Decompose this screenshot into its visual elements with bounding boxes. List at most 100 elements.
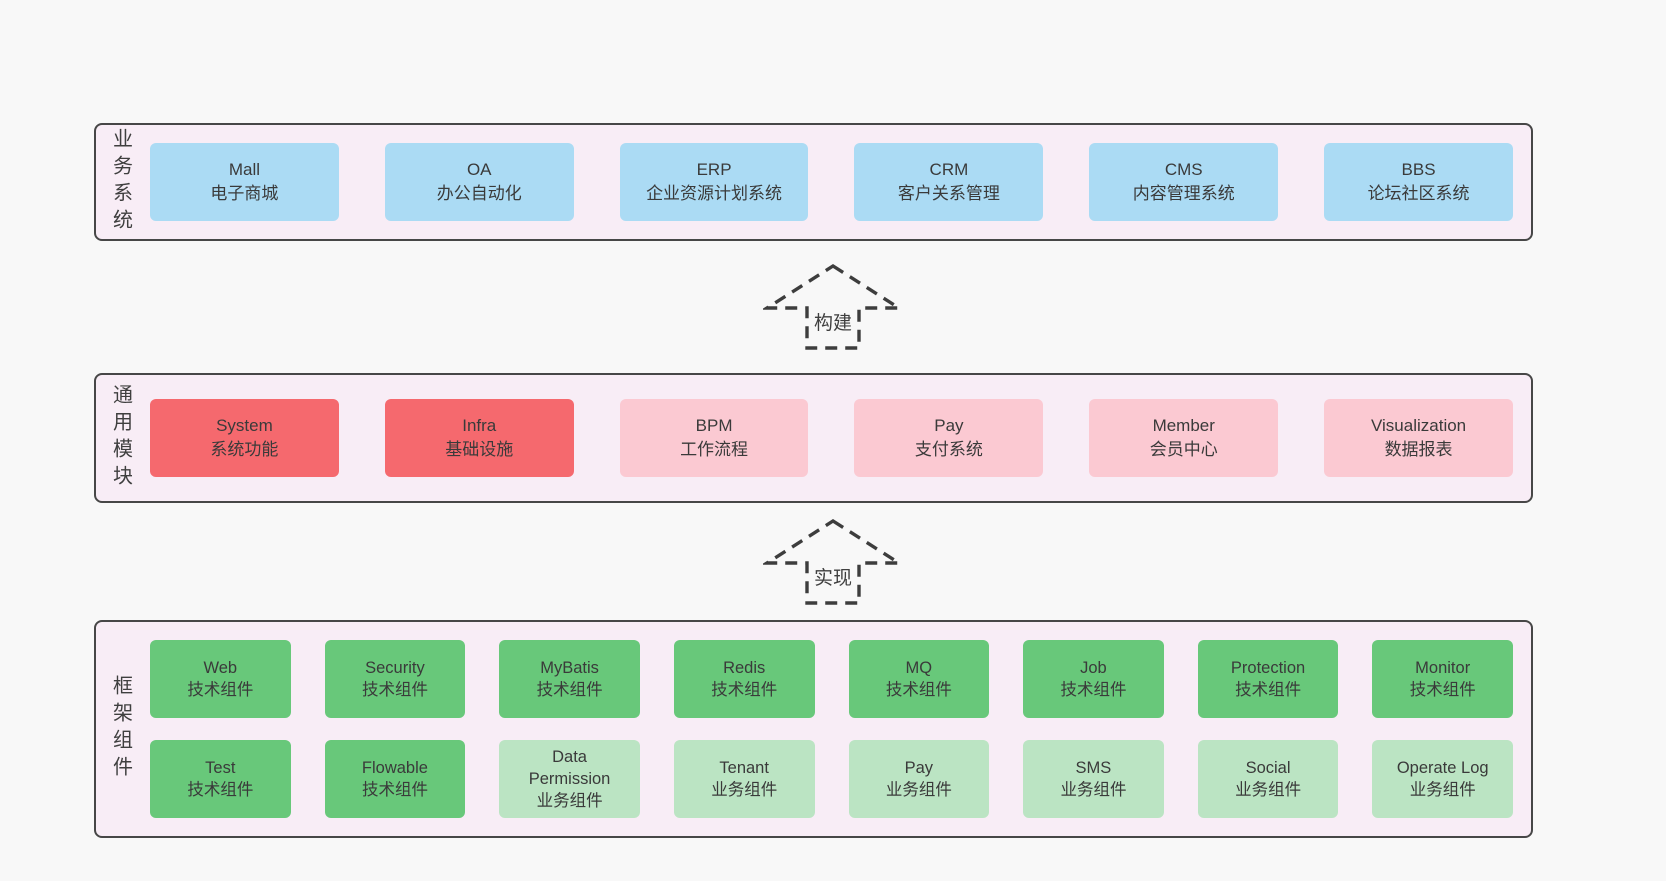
box-subtitle: 技术组件 [187,781,254,799]
implement-arrow-label: 实现 [808,561,858,591]
box-subtitle: 业务组件 [1409,781,1476,799]
implement-arrow: 实现 [761,518,905,606]
box-subtitle: 电子商城 [210,184,279,203]
common-modules-label: 通用模块 [109,384,132,492]
box-redis: Redis 技术组件 [673,640,815,718]
box-subtitle: 技术组件 [1235,681,1302,699]
box-web: Web 技术组件 [150,640,291,718]
box-monitor: Monitor 技术组件 [1372,640,1513,718]
box-visualization: Visualization 数据报表 [1324,399,1513,477]
box-title: Flowable [361,758,428,777]
common-modules-grid: System 系统功能 Infra 基础设施 BPM 工作流程 Pay 支付系统… [146,375,1531,501]
box-pay-system: Pay 支付系统 [854,399,1044,477]
box-subtitle: 企业资源计划系统 [646,184,783,203]
box-subtitle: 技术组件 [536,681,603,699]
common-modules-section: 内置功能 通用模块 System 系统功能 Infra 基础设施 BPM 工作流… [94,373,1533,503]
box-flowable: Flowable 技术组件 [324,740,466,818]
box-mq: MQ 技术组件 [848,640,990,718]
box-title: Member [1152,415,1215,435]
build-arrow: 构建 [761,263,905,351]
box-title: Operate Log [1396,758,1489,777]
builtin-features-sticky: 内置功能 [40,363,96,477]
box-subtitle: 系统功能 [210,440,279,459]
box-subtitle: 技术组件 [187,681,254,699]
builtin-components-sticky-label: 内置组件 [57,670,79,774]
box-infra: Infra 基础设施 [384,399,574,477]
box-subtitle: 业务组件 [885,781,952,799]
box-title: Security [365,658,425,677]
box-subtitle: 技术组件 [885,681,952,699]
box-title: BBS [1401,159,1436,179]
box-sms: SMS 业务组件 [1023,740,1164,818]
box-title: Visualization [1371,415,1467,435]
dashed-up-arrow-icon [761,518,905,605]
box-subtitle: 支付系统 [914,440,983,459]
business-systems-label: 业务系统 [109,128,132,236]
box-title: CRM [929,159,969,179]
box-member: Member 会员中心 [1089,399,1279,477]
box-title: Mall [228,159,260,179]
box-title: Data Permission [528,747,611,788]
box-title: Pay [934,415,964,435]
implement-arrow-row: 实现 [0,503,1666,620]
box-subtitle: 论坛社区系统 [1367,184,1470,203]
box-bbs: BBS 论坛社区系统 [1324,143,1513,221]
box-subtitle: 工作流程 [680,440,749,459]
box-bpm: BPM 工作流程 [619,399,809,477]
box-title: BPM [695,415,733,435]
box-mall: Mall 电子商城 [150,143,339,221]
box-subtitle: 业务组件 [711,781,778,799]
box-title: Protection [1230,658,1306,677]
box-cms: CMS 内容管理系统 [1089,143,1279,221]
box-title: Social [1245,758,1291,777]
framework-components-label: 框架组件 [109,675,132,783]
box-subtitle: 技术组件 [361,781,428,799]
box-title: ERP [696,159,732,179]
box-data-permission: Data Permission 业务组件 [499,740,640,818]
box-title: Infra [462,415,497,435]
box-subtitle: 技术组件 [711,681,778,699]
dashed-up-arrow-icon [761,263,905,350]
box-subtitle: 业务组件 [1060,781,1127,799]
box-subtitle: 会员中心 [1149,440,1218,459]
framework-components-section: 内置组件 框架组件 Web 技术组件 Security 技术组件 MyBatis… [94,620,1533,838]
box-subtitle: 业务组件 [536,792,603,811]
box-oa: OA 办公自动化 [384,143,574,221]
box-subtitle: 技术组件 [361,681,428,699]
box-pay-component: Pay 业务组件 [848,740,990,818]
box-operate-log: Operate Log 业务组件 [1372,740,1513,818]
box-protection: Protection 技术组件 [1197,640,1339,718]
box-job: Job 技术组件 [1023,640,1164,718]
box-title: Web [203,658,238,677]
business-systems-grid: Mall 电子商城 OA 办公自动化 ERP 企业资源计划系统 CRM 客户关系… [146,125,1531,239]
sticky-fold-corner [76,656,96,676]
box-title: OA [466,159,492,179]
box-subtitle: 基础设施 [445,440,514,459]
builtin-components-sticky: 内置组件 [40,656,96,788]
box-test: Test 技术组件 [150,740,291,818]
box-subtitle: 技术组件 [1409,681,1476,699]
box-tenant: Tenant 业务组件 [673,740,815,818]
box-subtitle: 技术组件 [1060,681,1127,699]
box-subtitle: 数据报表 [1384,440,1453,459]
box-title: System [216,415,273,435]
box-title: CMS [1164,159,1203,179]
box-title: Pay [904,758,934,777]
box-social: Social 业务组件 [1197,740,1339,818]
box-subtitle: 业务组件 [1235,781,1302,799]
box-erp: ERP 企业资源计划系统 [619,143,809,221]
box-subtitle: 办公自动化 [436,184,522,203]
build-arrow-row: 构建 [0,241,1666,373]
box-title: SMS [1075,758,1112,777]
build-arrow-label: 构建 [808,307,858,336]
box-subtitle: 内容管理系统 [1132,184,1235,203]
box-subtitle: 客户关系管理 [897,184,1000,203]
business-systems-section: 业务系统 Mall 电子商城 OA 办公自动化 ERP 企业资源计划系统 CRM… [94,123,1533,241]
box-title: Test [205,758,236,777]
box-security: Security 技术组件 [324,640,466,718]
box-system: System 系统功能 [150,399,339,477]
box-title: Redis [723,658,766,677]
builtin-features-sticky-label: 内置功能 [57,368,79,472]
framework-components-grid: Web 技术组件 Security 技术组件 MyBatis 技术组件 Redi… [146,622,1531,836]
